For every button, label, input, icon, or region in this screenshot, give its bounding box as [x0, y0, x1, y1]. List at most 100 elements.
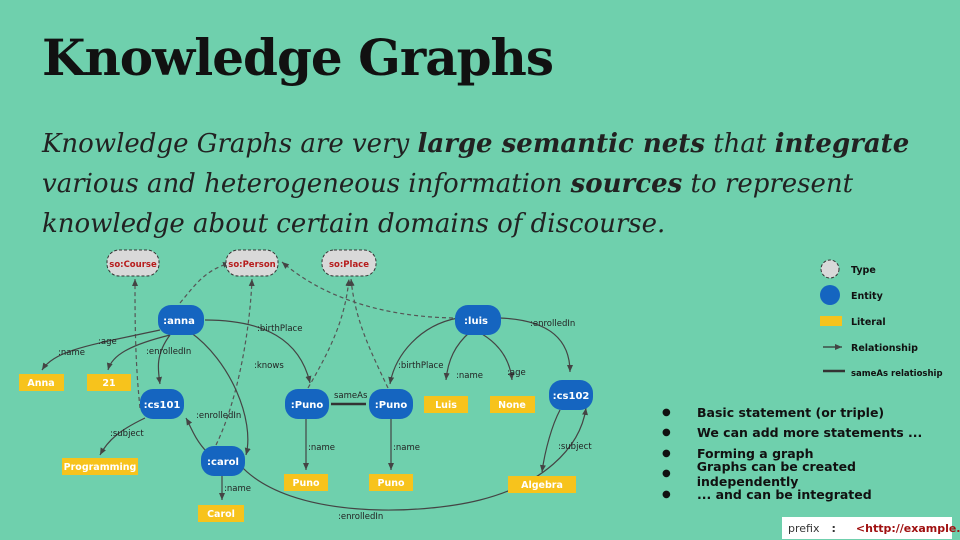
legend: Type Entity Literal Relationship sameAs … — [820, 259, 943, 379]
entity-cs102-node: :cs102 — [549, 380, 593, 410]
subtitle-bold-3: sources — [570, 169, 683, 199]
type-edges — [132, 261, 461, 446]
literal-puno2-label: Puno — [377, 478, 404, 489]
edge-carol-person — [215, 278, 255, 446]
edge-anna-puno1 — [204, 319, 312, 384]
entity-puno2-node: :Puno — [369, 389, 413, 419]
legend-entity-swatch — [820, 285, 840, 305]
legend-entity-label: Entity — [851, 291, 884, 302]
label-luis-name: :name — [456, 371, 483, 381]
literal-programming-node: Programming — [62, 458, 138, 475]
type-course-node: so:Course — [106, 249, 160, 277]
edge-cs102-subject — [539, 409, 561, 473]
entity-puno1-node: :Puno — [285, 389, 329, 419]
prefix-uri: <http://example.org/> — [855, 521, 960, 535]
entity-luis-label: :luis — [464, 316, 488, 327]
bullet-item: Basic statement (or triple) — [662, 402, 960, 423]
label-puno2-name: :name — [393, 443, 420, 453]
label-carol-enrolled-1: :enrolledIn — [196, 411, 241, 421]
edge-cs101-course — [132, 278, 141, 409]
bullet-item: ... and can be integrated — [662, 484, 960, 505]
literal-21-label: 21 — [102, 378, 115, 389]
subtitle-text-3: various and heterogeneous information — [42, 169, 571, 199]
subtitle-text-4: to represent knowledge about certain dom… — [42, 169, 854, 239]
relation-edges — [41, 317, 588, 511]
label-anna-knows: :knows — [254, 361, 284, 371]
literal-anna-label: Anna — [27, 378, 54, 389]
literal-none-node: None — [490, 396, 535, 413]
literal-luis-node: Luis — [424, 396, 468, 413]
prefix-separator: : — [831, 521, 836, 535]
label-anna-name: :name — [58, 348, 85, 358]
legend-type-swatch — [820, 259, 840, 279]
edge-carol-cs102 — [239, 407, 588, 511]
type-person-node: so:Person — [225, 249, 279, 277]
entity-carol-label: :carol — [207, 457, 239, 468]
entity-anna-label: :anna — [163, 316, 195, 327]
literal-none-label: None — [498, 400, 526, 411]
entity-cs102-label: :cs102 — [553, 391, 590, 402]
bullet-item: Graphs can be created independently — [662, 459, 960, 489]
label-anna-birthplace: :birthPlace — [257, 324, 302, 334]
edge-anna-person — [179, 262, 231, 304]
edge-anna-name — [41, 329, 161, 371]
literal-carol-label: Carol — [207, 509, 235, 520]
edge-luis-name — [443, 331, 471, 381]
label-sameas: sameAs — [334, 391, 368, 401]
edge-anna-cs101 — [156, 334, 171, 385]
entity-puno2-label: :Puno — [375, 400, 408, 411]
literal-puno1-label: Puno — [292, 478, 319, 489]
subtitle-text-2: that — [704, 129, 775, 159]
literal-carol-node: Carol — [198, 505, 244, 522]
edge-luis-cs102 — [499, 317, 573, 373]
label-anna-age: :age — [98, 337, 117, 347]
entity-cs101-node: :cs101 — [140, 389, 184, 419]
label-carol-enrolled-2: :enrolledIn — [338, 512, 383, 522]
legend-literal-swatch — [820, 316, 842, 326]
bullet-item: We can add more statements ... — [662, 423, 960, 444]
subtitle-bold-2: integrate — [774, 129, 910, 159]
literal-luis-label: Luis — [435, 400, 457, 411]
entity-luis-node: :luis — [455, 305, 501, 335]
entity-anna-node: :anna — [158, 305, 204, 335]
edge-anna-carol — [189, 331, 251, 456]
type-person-label: so:Person — [228, 260, 275, 270]
legend-relationship-label: Relationship — [851, 343, 918, 354]
entity-cs101-label: :cs101 — [144, 400, 181, 411]
bullet-item: Forming a graph — [662, 443, 960, 464]
bullet-list: Basic statement (or triple) We can add m… — [662, 402, 960, 505]
slide-title: Knowledge Graphs — [42, 28, 554, 87]
legend-sameas-label: sameAs relatioship — [851, 369, 943, 379]
label-luis-enrolled: :enrolledIn — [530, 319, 575, 329]
label-cs102-subject: :subject — [558, 442, 592, 452]
entity-puno1-label: :Puno — [291, 400, 324, 411]
prefix-label: prefix — [788, 521, 820, 535]
edge-luis-puno2 — [388, 317, 459, 385]
edge-puno1-place — [307, 278, 352, 389]
legend-type-label: Type — [851, 265, 876, 276]
type-course-label: so:Course — [109, 260, 157, 270]
literal-puno2-node: Puno — [369, 474, 413, 491]
prefix-box: prefix : <http://example.org/> — [782, 517, 960, 539]
label-anna-enrolled: :enrolledIn — [146, 347, 191, 357]
edge-cs101-subject — [99, 417, 146, 456]
literal-programming-label: Programming — [64, 462, 137, 473]
edge-luis-age — [481, 333, 515, 381]
slide-subtitle: Knowledge Graphs are very large semantic… — [42, 124, 942, 244]
label-carol-name: :name — [224, 484, 251, 494]
subtitle-text-1: Knowledge Graphs are very — [42, 129, 418, 159]
subtitle-bold-1: large semantic nets — [417, 129, 705, 159]
entity-carol-node: :carol — [201, 446, 245, 476]
edge-carol-cs101 — [185, 417, 208, 453]
label-luis-birthplace: :birthPlace — [398, 361, 443, 371]
literal-anna-node: Anna — [19, 374, 64, 391]
label-cs101-subject: :subject — [110, 429, 144, 439]
legend-literal-label: Literal — [851, 317, 886, 328]
label-luis-age: :age — [507, 368, 526, 378]
label-puno1-name: :name — [308, 443, 335, 453]
literal-algebra-label: Algebra — [521, 480, 563, 491]
literal-puno1-node: Puno — [284, 474, 328, 491]
edge-puno2-place — [348, 278, 389, 389]
type-place-node: so:Place — [321, 249, 377, 277]
